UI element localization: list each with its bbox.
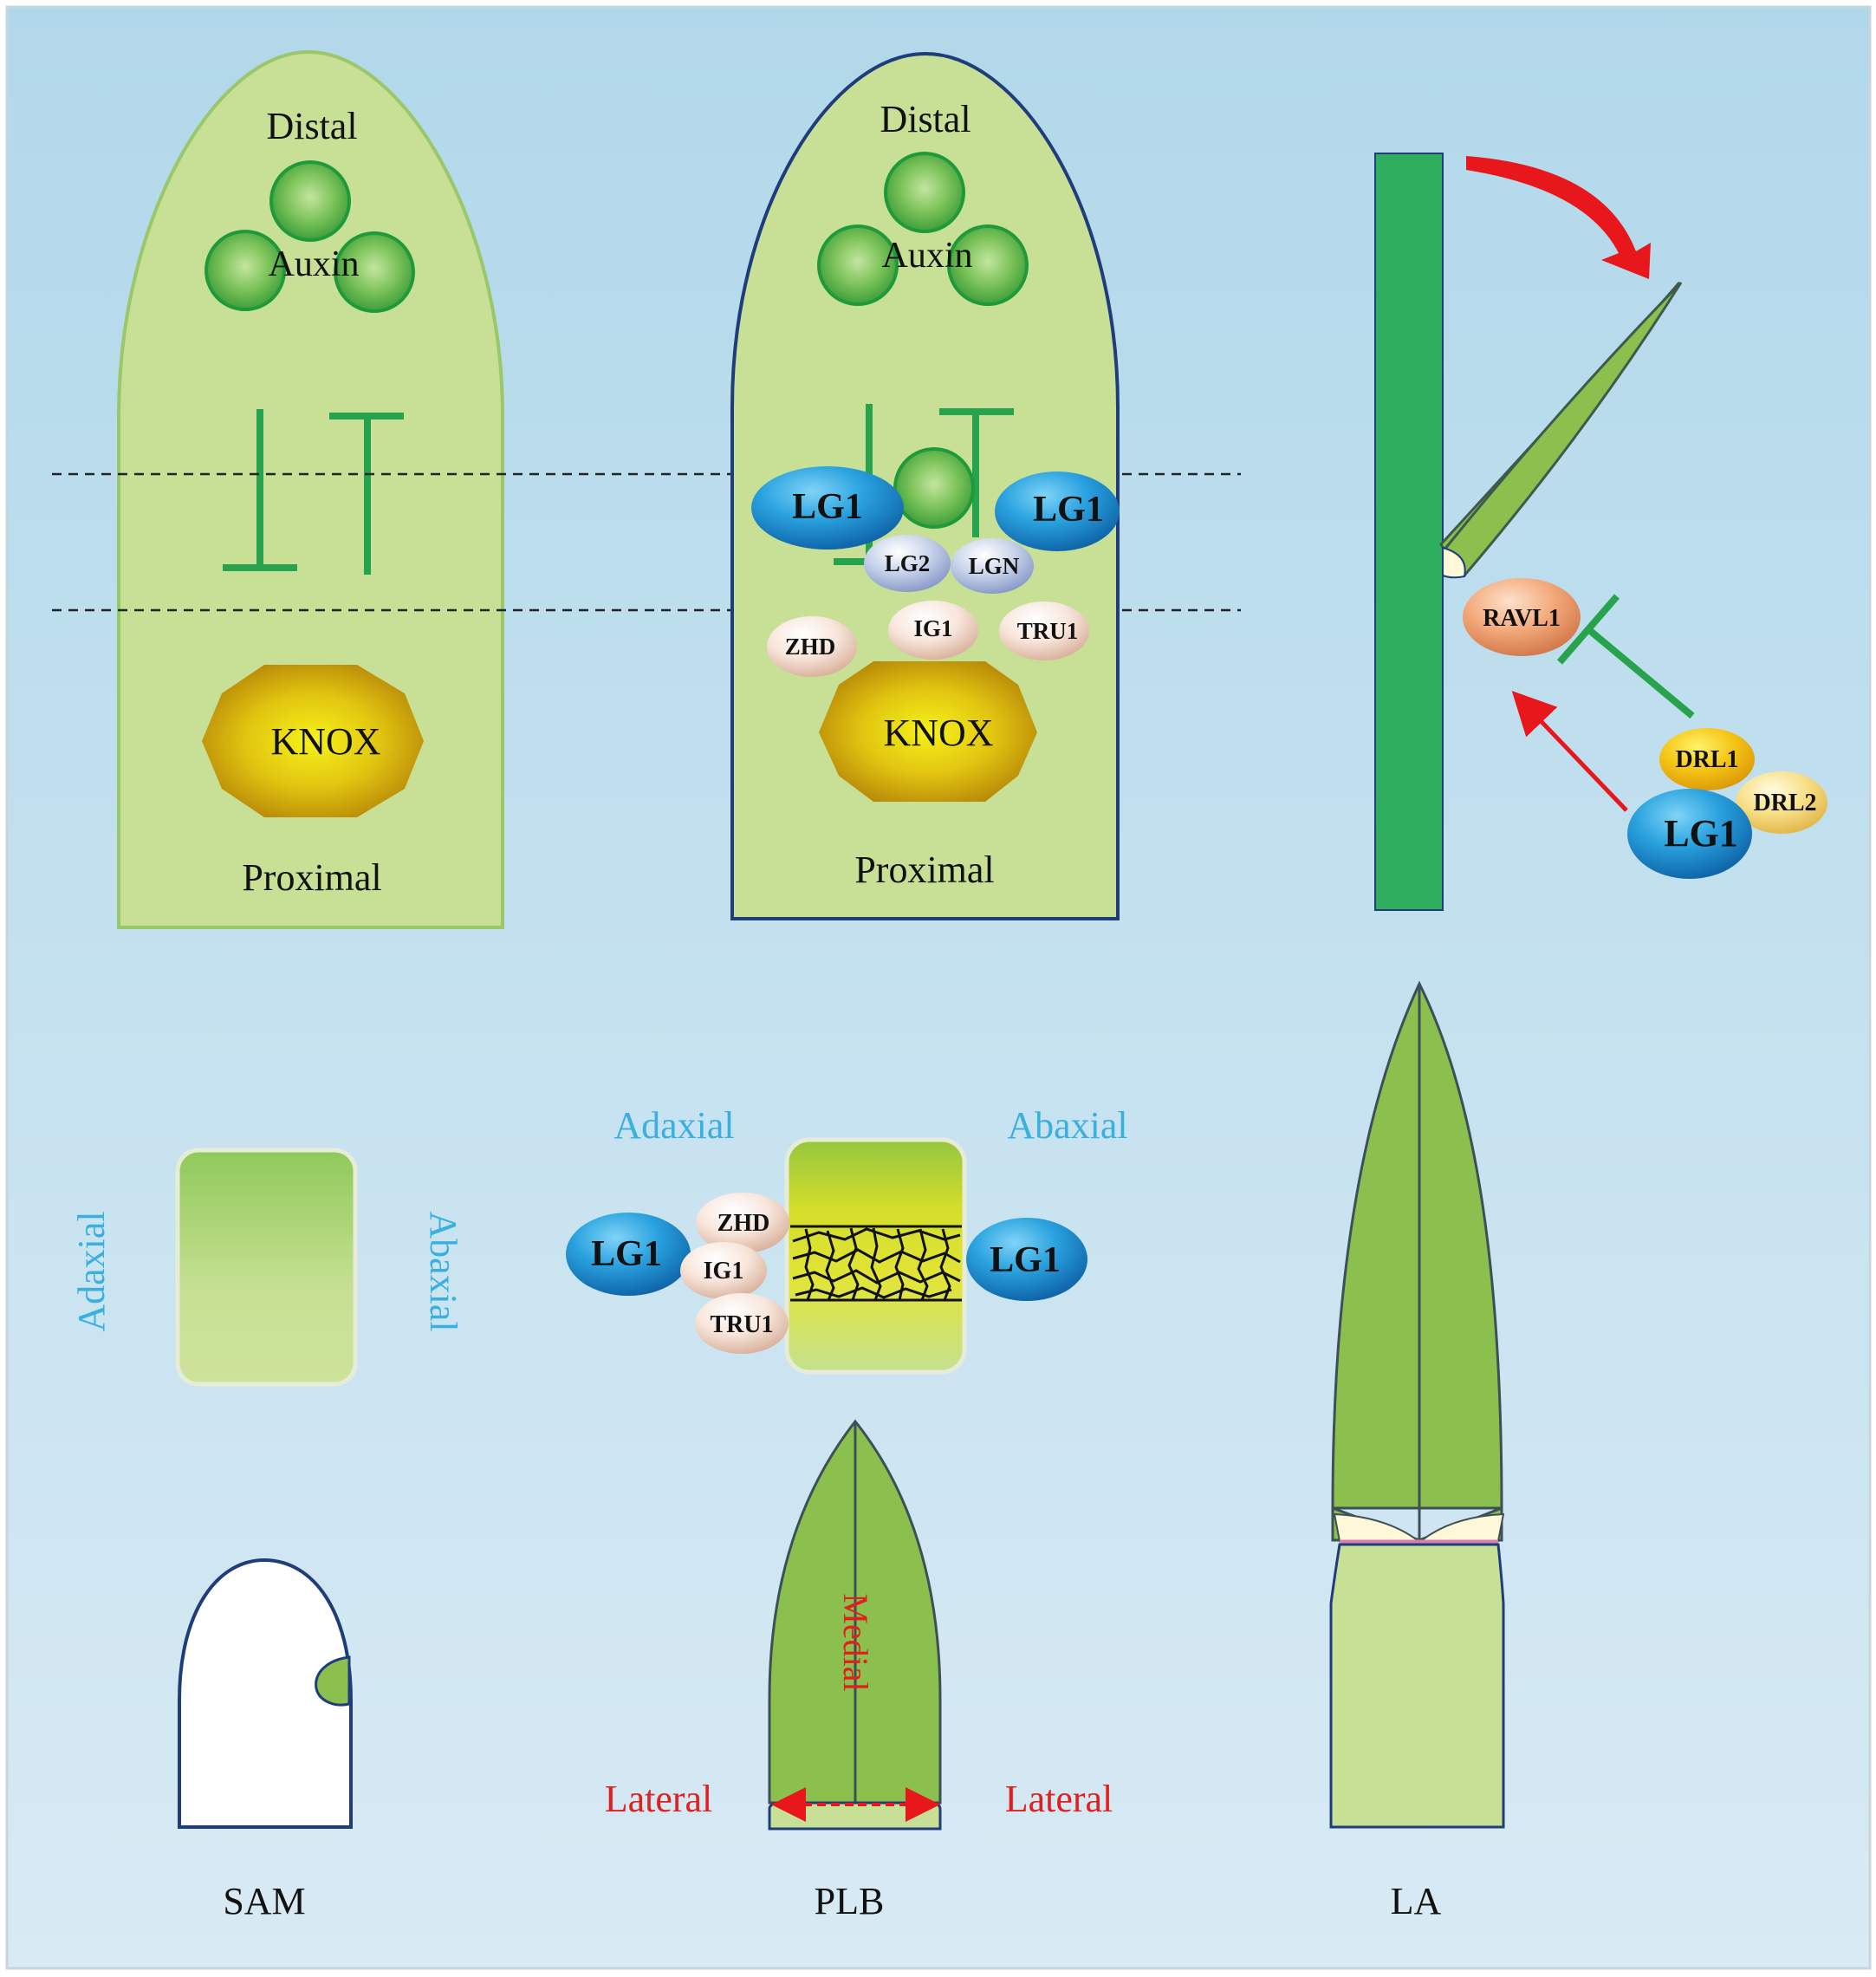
panel-sam-section: Adaxial Abaxial (70, 1148, 464, 1387)
drl1-protein (1659, 728, 1755, 790)
drl2-label: DRL2 (1753, 790, 1816, 816)
lg1-label: LG1 (1033, 490, 1104, 530)
auxin-circle (204, 230, 286, 311)
panel-leaf-angle: RAVL1 DRL1 DRL2 LG1 (1374, 153, 1827, 911)
stem (1374, 153, 1444, 911)
panel-plb-section: Adaxial Abaxial LG1 ZHD IG1 TRU1 LG1 (566, 1104, 1128, 1375)
lg1-protein (966, 1218, 1087, 1301)
lg1-label: LG1 (1664, 812, 1738, 855)
ig1-label: IG1 (913, 615, 952, 641)
lg1-protein (566, 1213, 691, 1296)
bend-arrow-icon (1466, 156, 1651, 279)
ravl1-label: RAVL1 (1483, 605, 1561, 632)
ligule (1442, 546, 1466, 579)
tru1-protein (999, 602, 1089, 660)
lg1-protein (751, 466, 904, 550)
lgn-protein (951, 538, 1034, 594)
auxin-circle (817, 224, 899, 306)
ig1-protein (888, 601, 978, 660)
knox-label-1: KNOX (270, 720, 380, 763)
adaxial-vertical-label: Adaxial (70, 1211, 113, 1331)
zhd-protein (696, 1193, 789, 1253)
auxin-circle (893, 447, 975, 529)
stage-label-sam: SAM (223, 1880, 305, 1922)
ig1-protein (680, 1242, 767, 1299)
inhibition-arrow-knox-to-auxin (329, 413, 404, 575)
stage-label-plb: PLB (815, 1880, 885, 1922)
distal-label-2: Distal (880, 98, 970, 140)
lateral-label-right: Lateral (1005, 1778, 1113, 1820)
lg1-label: LG1 (990, 1240, 1061, 1280)
drl1-label: DRL1 (1675, 746, 1738, 773)
abaxial-label: Abaxial (1007, 1104, 1127, 1147)
section-block (175, 1148, 358, 1387)
sam-outline (178, 1558, 353, 1829)
lateral-label-left: Lateral (605, 1778, 713, 1820)
panel-sam-domain: Distal Auxin KNOX Proximal (117, 49, 504, 929)
lg1-protein (995, 471, 1120, 551)
lg2-label: LG2 (885, 550, 931, 576)
auxin-circle (947, 224, 1029, 306)
leaf-primordium-bump (315, 1655, 351, 1707)
leaf-base (768, 1801, 942, 1831)
medial-label: Medial (836, 1593, 875, 1691)
panel-sam-outline: SAM (178, 1558, 353, 1922)
lg2-protein (864, 535, 951, 592)
auxin-circle (334, 231, 415, 313)
panel-plb-leaf: Medial Lateral Lateral PLB (605, 1419, 1113, 1922)
adaxial-label: Adaxial (613, 1104, 734, 1147)
ravl1-protein (1463, 578, 1581, 656)
knox-octagon (819, 661, 1037, 802)
ig1-label: IG1 (704, 1258, 744, 1284)
zhd-label: ZHD (717, 1210, 770, 1237)
proximal-label-1: Proximal (242, 856, 381, 899)
inhibition-arrow-auxin-to-knox (223, 409, 297, 571)
tru1-label: TRU1 (710, 1311, 773, 1338)
abaxial-vertical-label: Abaxial (422, 1211, 464, 1331)
leaf-sheath (1329, 1543, 1505, 1829)
lg1-label: LG1 (591, 1234, 662, 1274)
lg1-protein (1627, 789, 1752, 879)
panel-la-leaf: LA (1329, 980, 1505, 1922)
auxin-circle (884, 152, 965, 233)
zhd-protein (767, 616, 857, 677)
stage-label-la: LA (1391, 1880, 1442, 1922)
leaf-blade (1331, 980, 1503, 1510)
tru1-label: TRU1 (1017, 618, 1079, 644)
activation-arrow-lg1-to-ravl1 (1511, 690, 1628, 812)
auxin-label-2: Auxin (882, 236, 973, 276)
inhibition-arrow-drl-to-ravl1 (1556, 594, 1695, 719)
cell-mesh (790, 1225, 962, 1302)
auxin-label-1: Auxin (269, 244, 360, 284)
knox-octagon (202, 665, 424, 817)
panel-plb-domain: Distal Auxin LG1 LG1 LG2 LGN IG1 TRU1 ZH… (730, 51, 1120, 920)
tru1-protein (695, 1293, 789, 1354)
proximal-label-2: Proximal (854, 849, 994, 891)
inhibition-arrow-knox-to-auxin (939, 408, 1014, 537)
knox-label-2: KNOX (883, 712, 993, 754)
auxin-circle (269, 160, 351, 242)
drl2-protein (1736, 771, 1827, 834)
lg1-label: LG1 (792, 487, 863, 527)
distal-label-1: Distal (266, 105, 357, 147)
lgn-label: LGN (969, 553, 1020, 579)
zhd-label: ZHD (785, 634, 836, 660)
